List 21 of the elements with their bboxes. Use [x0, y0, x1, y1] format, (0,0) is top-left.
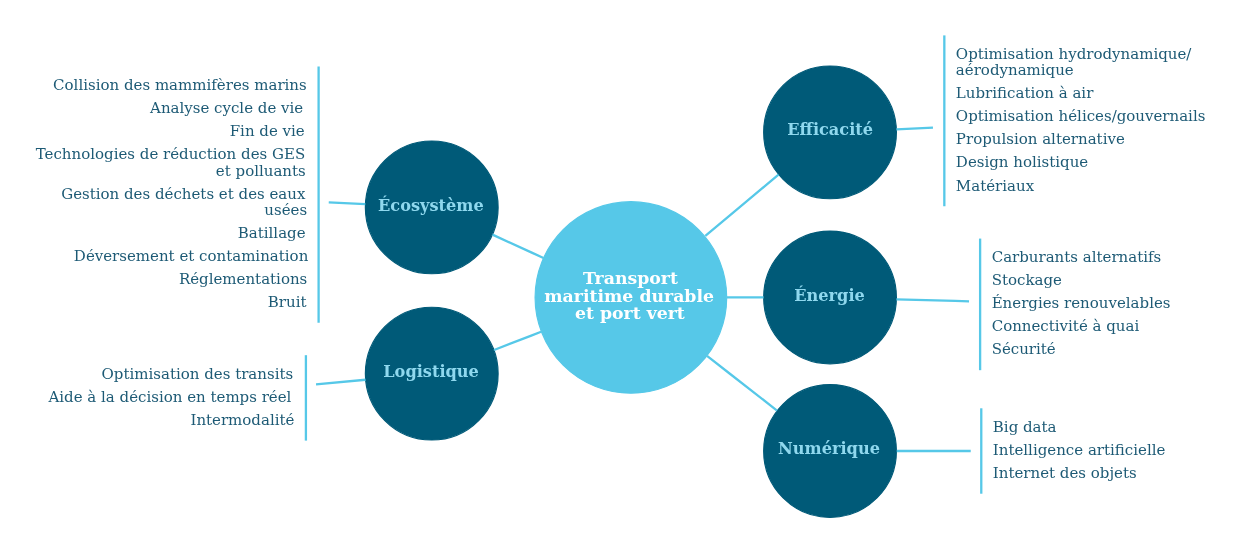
node-circle: Numérique	[763, 383, 897, 518]
node-circle: Transport maritime durable et port vert	[534, 200, 728, 394]
node-text: Carburants alternatifs Stockage Énergies renouvelables Connectivité à quai Sécurité	[991, 247, 1171, 358]
connector	[727, 295, 764, 299]
connector	[896, 297, 970, 302]
node-text: Optimisation des transits Aide à la décision en temps réel Intermodalité	[48, 364, 295, 429]
connector	[328, 200, 366, 205]
node-circle: Logistique	[364, 306, 499, 441]
connector	[896, 125, 933, 130]
node-text: Optimisation hydrodynamique/ aérodynamique Lubrification à air Optimisation hélices/gouvernails Propulsion alternative Design holistique Matériaux	[955, 44, 1206, 195]
connector	[704, 173, 780, 237]
node-text: Collision des mammifères marins Analyse cycle de vie Fin de vie Technologies de réduction des GES et polluants Gestion des déchets et des eaux usées Batillage Déversement et contamination Réglementations Bruit	[35, 75, 309, 311]
connector	[706, 354, 778, 411]
connector	[492, 233, 544, 259]
connector	[896, 449, 971, 452]
node-circle: Écosystème	[364, 139, 499, 274]
node-circle: Efficacité	[763, 64, 897, 199]
connector	[493, 330, 542, 351]
node-circle: Énergie	[763, 230, 897, 364]
connector	[315, 378, 366, 386]
node-text: Big data Intelligence artificielle Internet des objets	[992, 417, 1166, 482]
